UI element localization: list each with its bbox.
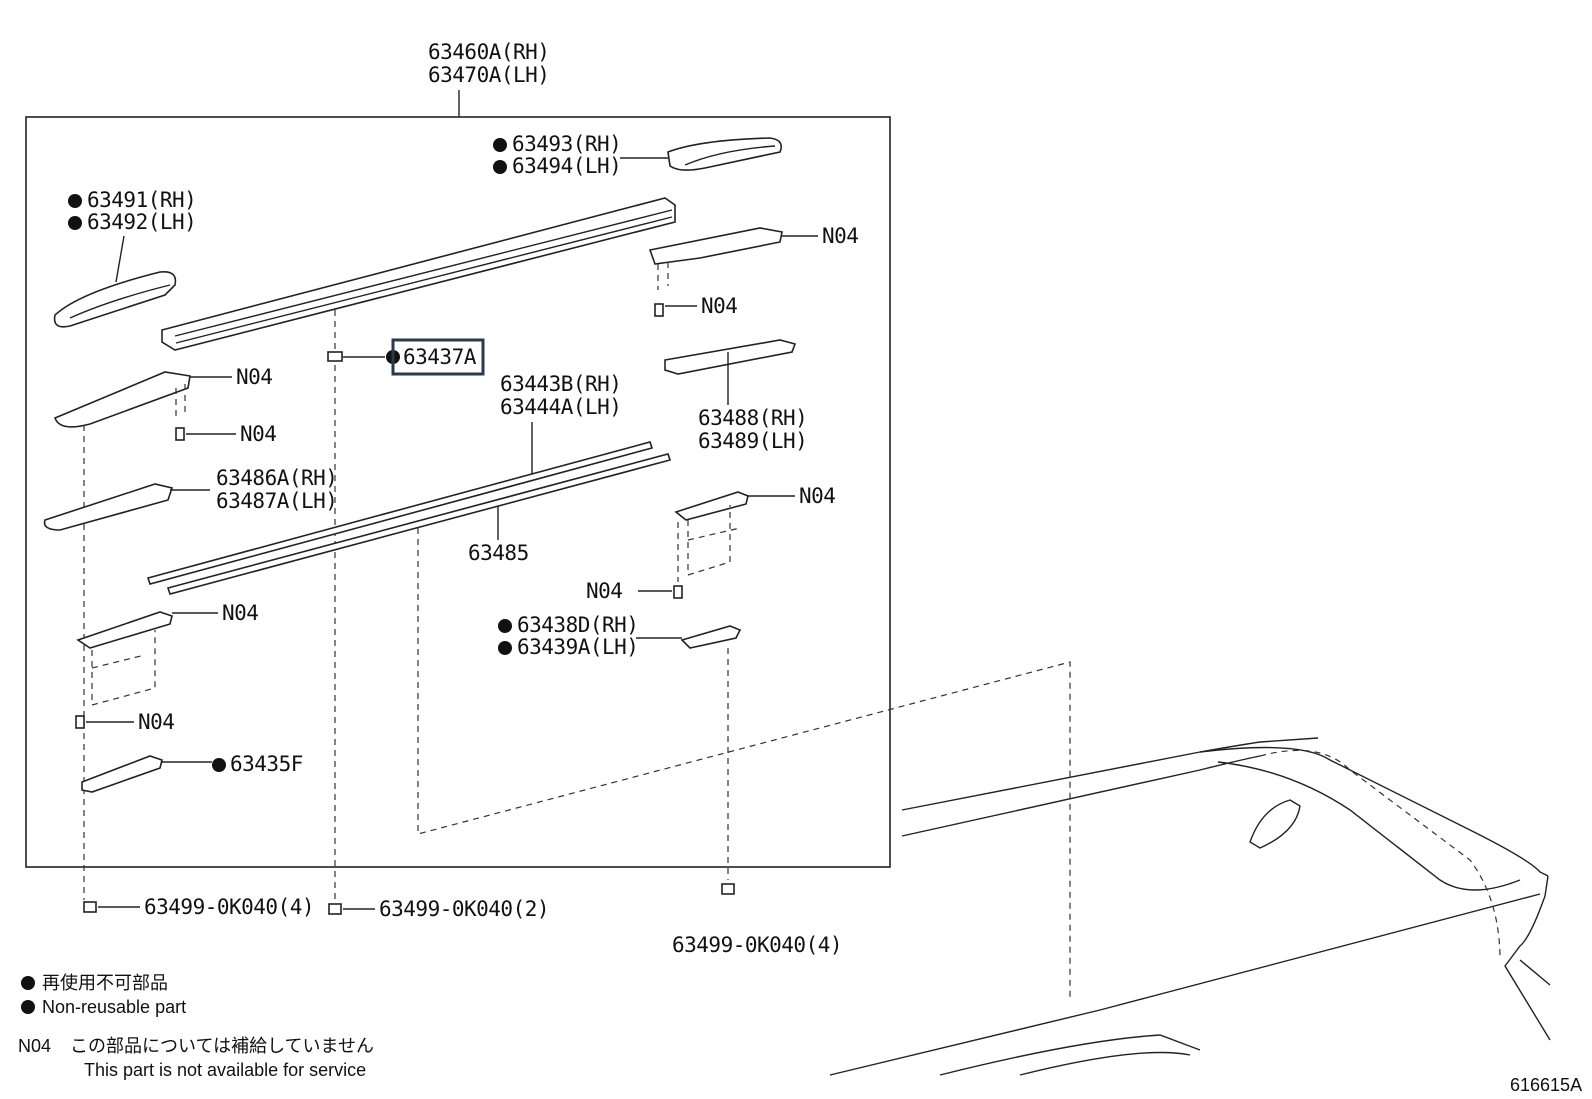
roof-line-upper bbox=[901, 737, 1319, 811]
nonreusable-bullet bbox=[68, 216, 82, 230]
front-pad bbox=[43, 483, 174, 531]
legend-n04-en: This part is not available for service bbox=[84, 1060, 366, 1080]
label-63488: 63488(RH) bbox=[698, 406, 807, 430]
nut-right bbox=[721, 883, 735, 895]
rear-screw bbox=[654, 303, 664, 317]
roof-spoiler bbox=[1217, 761, 1521, 891]
rear-hatch-detail bbox=[1519, 959, 1551, 986]
front-lower-clip-dash bbox=[91, 630, 156, 706]
label-n04-f: N04 bbox=[138, 710, 174, 734]
front-lower-screw bbox=[75, 715, 85, 729]
rear-bracket bbox=[648, 227, 783, 265]
roof-door-line bbox=[939, 1034, 1201, 1076]
label-63493: 63493(RH) bbox=[512, 132, 621, 156]
rear-end-cap bbox=[667, 137, 783, 171]
label-63439a: 63439A(LH) bbox=[517, 635, 638, 659]
front-bracket-dash bbox=[175, 384, 186, 420]
label-63444a: 63444A(LH) bbox=[500, 395, 621, 419]
label-63486a: 63486A(RH) bbox=[216, 466, 337, 490]
label-nut-right: 63499-0K040(4) bbox=[672, 933, 842, 957]
roof-rear-edge bbox=[1199, 746, 1549, 877]
label-63487a: 63487A(LH) bbox=[216, 489, 337, 513]
rear-base-pad bbox=[680, 625, 742, 649]
roof-antenna bbox=[1249, 799, 1301, 849]
label-n04-b: N04 bbox=[701, 294, 737, 318]
roof-hidden-edge bbox=[1259, 749, 1501, 961]
label-n04-e: N04 bbox=[222, 601, 258, 625]
legend-n04-jp: この部品については補給していません bbox=[70, 1036, 374, 1056]
label-63489: 63489(LH) bbox=[698, 429, 807, 453]
roof-rail-edge bbox=[175, 216, 673, 344]
label-63492: 63492(LH) bbox=[87, 210, 196, 234]
nut-left bbox=[83, 901, 97, 913]
legend-nonreusable-jp: 再使用不可部品 bbox=[42, 973, 168, 993]
leader-63491 bbox=[115, 235, 125, 283]
nonreusable-bullet bbox=[493, 138, 507, 152]
label-63485: 63485 bbox=[468, 541, 529, 565]
label-n04-g: N04 bbox=[799, 484, 835, 508]
nonreusable-bullet bbox=[498, 619, 512, 633]
nut-mid bbox=[328, 903, 342, 915]
label-n04-h: N04 bbox=[586, 579, 622, 603]
legend-bullet bbox=[21, 1000, 35, 1014]
nonreusable-bullet bbox=[212, 758, 226, 772]
clip-63437a bbox=[327, 351, 343, 362]
roof-rail-edge bbox=[174, 209, 673, 337]
rear-pad bbox=[664, 339, 797, 375]
highlight-box-63437a bbox=[391, 338, 485, 376]
label-63491: 63491(RH) bbox=[87, 188, 196, 212]
rear-bracket-dash bbox=[657, 262, 669, 290]
legend-bullet bbox=[21, 976, 35, 990]
front-lower-clip bbox=[76, 611, 173, 649]
rear-hatch-edge bbox=[1504, 875, 1551, 1041]
label-63437a: 63437A bbox=[403, 345, 477, 369]
label-63438d: 63438D(RH) bbox=[517, 613, 638, 637]
label-63443b: 63443B(RH) bbox=[500, 372, 621, 396]
rear-lower-clip bbox=[674, 491, 749, 521]
front-end-cap-detail bbox=[69, 284, 171, 319]
front-base-pad bbox=[81, 755, 163, 793]
nonreusable-bullet bbox=[498, 641, 512, 655]
front-screw bbox=[175, 427, 185, 441]
label-nut-mid: 63499-0K040(2) bbox=[379, 897, 549, 921]
vehicle-roof bbox=[829, 737, 1551, 1076]
figure-id: 616615A bbox=[1510, 1075, 1582, 1095]
label-n04-a: N04 bbox=[822, 224, 858, 248]
moulding-upper bbox=[146, 441, 654, 585]
legend-nonreusable-en: Non-reusable part bbox=[42, 997, 186, 1017]
label-63494: 63494(LH) bbox=[512, 154, 621, 178]
label-n04-d: N04 bbox=[240, 422, 276, 446]
roof-line-lower bbox=[901, 755, 1261, 837]
label-nut-left: 63499-0K040(4) bbox=[144, 895, 314, 919]
assembly-box bbox=[25, 116, 891, 868]
label-n04-c: N04 bbox=[236, 365, 272, 389]
moulding-lower bbox=[166, 453, 672, 595]
roof-door-line-2 bbox=[1019, 1051, 1191, 1076]
legend-n04-code: N04 bbox=[18, 1036, 51, 1056]
front-bracket bbox=[53, 371, 191, 428]
assembly-label-lh: 63470A(LH) bbox=[428, 63, 549, 87]
front-end-cap bbox=[53, 270, 177, 328]
label-63435f: 63435F bbox=[230, 752, 303, 776]
roof-side-line bbox=[829, 893, 1541, 1076]
rear-end-cap-detail bbox=[684, 145, 776, 166]
nonreusable-bullet bbox=[493, 160, 507, 174]
assembly-label-rh: 63460A(RH) bbox=[428, 40, 549, 64]
rear-lower-clip-dash bbox=[687, 505, 741, 576]
nonreusable-bullet bbox=[68, 194, 82, 208]
rear-lower-screw bbox=[673, 585, 683, 599]
projection-dash bbox=[417, 528, 1071, 1000]
